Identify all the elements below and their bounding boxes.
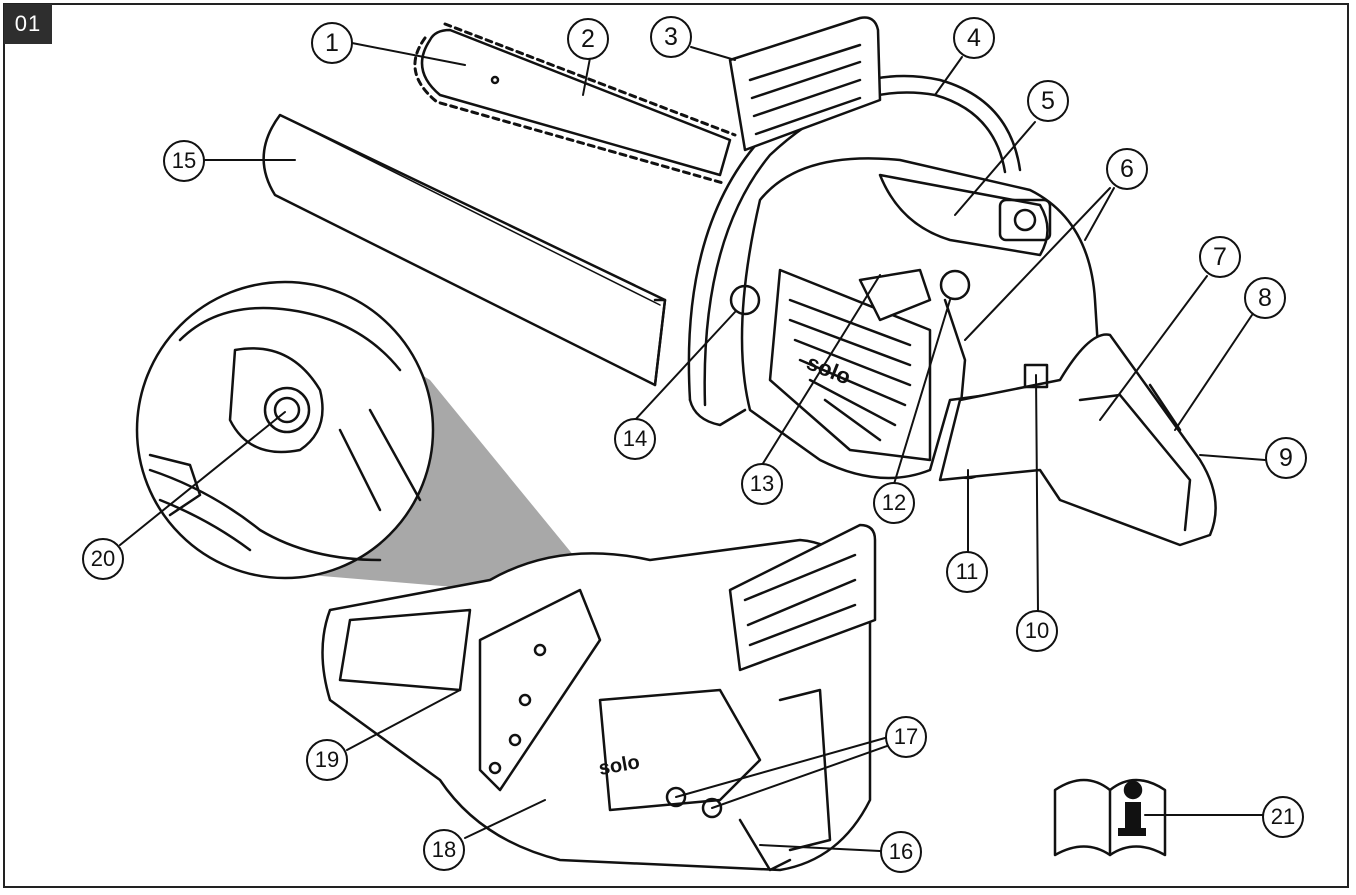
- engine-body-top: [729, 157, 1102, 480]
- callout-19: 19: [306, 739, 348, 781]
- book-info-icon: [1053, 778, 1167, 857]
- callout-1: 1: [311, 22, 353, 64]
- callout-9: 9: [1265, 437, 1307, 479]
- guide-bar-and-chain: [413, 22, 737, 185]
- chain-brake-hand-guard: [728, 16, 882, 152]
- callout-20: 20: [82, 538, 124, 580]
- callout-16: 16: [880, 831, 922, 873]
- engine-body-bottom: [321, 523, 877, 872]
- leader-lines: [119, 42, 1266, 852]
- figure-number: 01: [4, 4, 52, 44]
- callout-18: 18: [423, 829, 465, 871]
- callout-5: 5: [1027, 80, 1069, 122]
- callout-4: 4: [953, 17, 995, 59]
- callout-11: 11: [946, 551, 988, 593]
- callout-21: 21: [1262, 796, 1304, 838]
- callout-3: 3: [650, 16, 692, 58]
- chain-guard: [262, 113, 667, 387]
- callout-7: 7: [1199, 236, 1241, 278]
- figure-frame: [3, 3, 1349, 888]
- callout-2: 2: [567, 18, 609, 60]
- detail-magnifier: [135, 280, 435, 580]
- callout-17: 17: [885, 716, 927, 758]
- callout-13: 13: [741, 463, 783, 505]
- callout-10: 10: [1016, 610, 1058, 652]
- callout-8: 8: [1244, 277, 1286, 319]
- callout-15: 15: [163, 140, 205, 182]
- rear-handle: [938, 333, 1217, 547]
- callout-12: 12: [873, 482, 915, 524]
- callout-6: 6: [1106, 148, 1148, 190]
- callout-14: 14: [614, 418, 656, 460]
